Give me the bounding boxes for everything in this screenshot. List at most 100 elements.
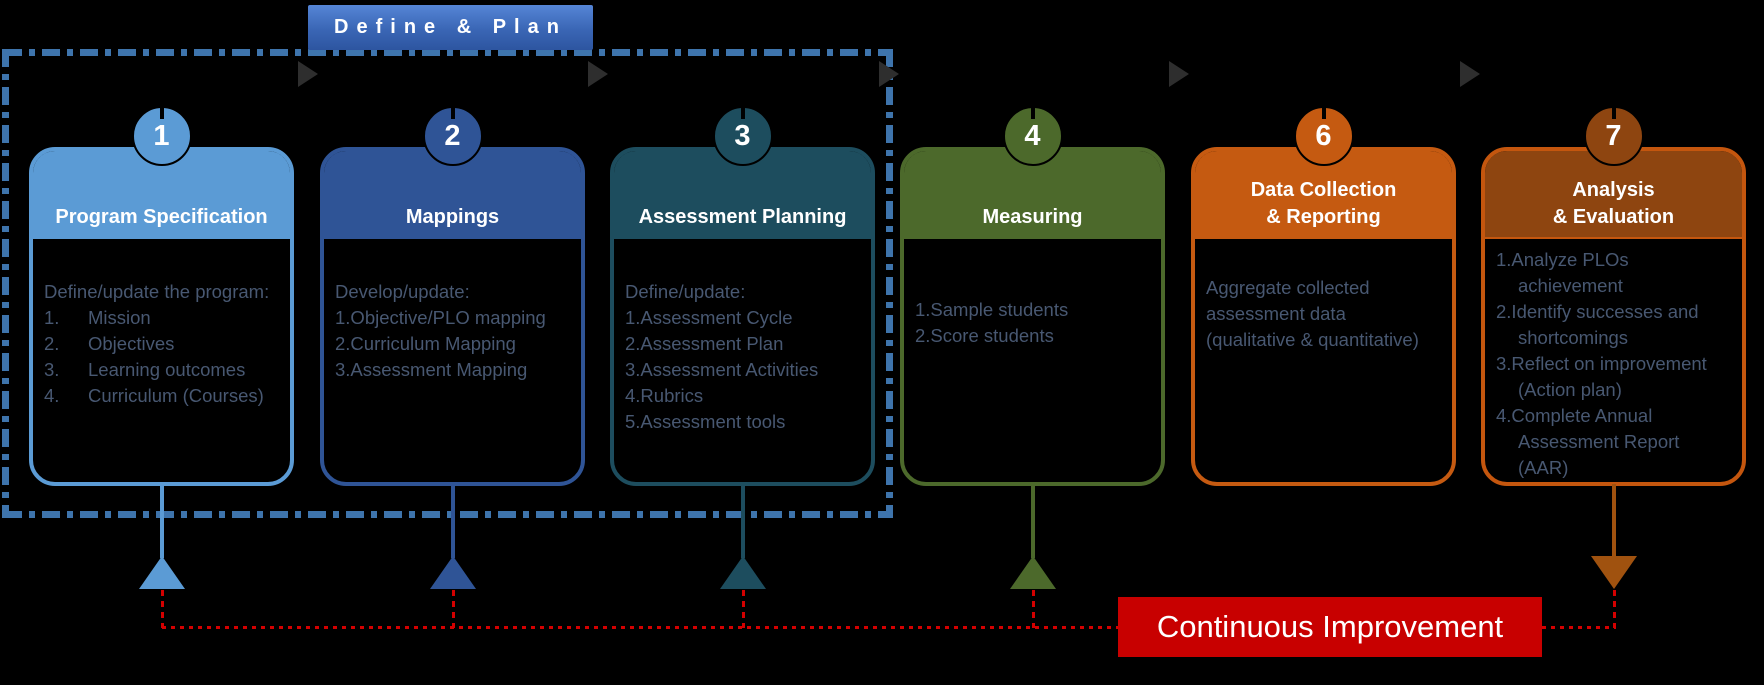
- stage-card-title: Measuring: [982, 204, 1082, 231]
- stage-card-list-item: 2.Identify successes and shortcomings: [1496, 301, 1699, 348]
- list-item-number: 4.: [44, 385, 60, 406]
- stage-card-list-item: 3.Reflect on improvement (Action plan): [1496, 353, 1707, 400]
- feedback-dashed-line: [1612, 590, 1616, 628]
- stage-number-circle: 3: [712, 106, 773, 166]
- stage-card-list-item: 2. Objectives: [44, 331, 281, 357]
- feedback-dashed-line: [1031, 590, 1035, 628]
- stage-number: 4: [1024, 119, 1041, 152]
- stage-number-circle: 7: [1583, 106, 1644, 166]
- stage-card-intro: Develop/update:: [335, 281, 470, 302]
- group-border-bottom: [4, 511, 890, 518]
- define-plan-banner: Define & Plan: [308, 5, 593, 50]
- card-connector-line: [450, 484, 455, 558]
- stage-number: 1: [153, 119, 170, 152]
- stage-card-title-line: Program Specification: [55, 206, 268, 228]
- stage-card-list-item: 3.Assessment Mapping: [335, 359, 528, 380]
- feedback-dashed-line: [160, 590, 164, 628]
- stage-number-circle: 2: [422, 106, 483, 166]
- up-arrow-icon: [1009, 556, 1056, 589]
- circle-top-tick: [159, 107, 164, 119]
- stage-number: 2: [444, 119, 461, 152]
- stage-card-body: Define/update: 1.Assessment Cycle 2.Assess…: [614, 239, 871, 435]
- feedback-dashed-line: [451, 590, 455, 628]
- stage-card-title: Mappings: [406, 204, 499, 231]
- stage-number-circle: 1: [131, 106, 192, 166]
- stage-card-header: Data Collection& Reporting: [1195, 151, 1452, 239]
- stage-number: 3: [734, 119, 751, 152]
- card-connector-line: [1030, 484, 1035, 558]
- stage-card-list-item: 4. Curriculum (Courses): [44, 383, 281, 409]
- down-arrow-icon: [1590, 556, 1637, 589]
- stage-card-title-line: Mappings: [405, 206, 500, 228]
- stage-card-header: Measuring: [904, 151, 1161, 239]
- circle-top-tick: [450, 107, 455, 119]
- stage-card-paragraph-line: assessment data: [1206, 303, 1346, 324]
- stage-card-list-item: 4.Complete Annual Assessment Report (AAR…: [1496, 405, 1680, 478]
- stage-card-title-line: Measuring: [982, 206, 1083, 228]
- stage-card-list-item: 1.Objective/PLO mapping: [335, 307, 546, 328]
- stage-card-body: 1.Sample students 2.Score students: [904, 239, 1161, 349]
- continuous-improvement-dotted-line: [161, 626, 1118, 629]
- list-item-number: 2.: [44, 333, 60, 354]
- flow-right-arrow-icon: [879, 61, 899, 87]
- circle-top-tick: [1321, 107, 1326, 119]
- circle-top-tick: [1611, 107, 1616, 119]
- stage-card-paragraph-line: (qualitative & quantitative): [1206, 329, 1419, 350]
- stage-card-list-item: 2.Curriculum Mapping: [335, 333, 516, 354]
- stage-card-list-item: 3.Learning outcomes: [44, 357, 281, 383]
- circle-top-tick: [1030, 107, 1035, 119]
- up-arrow-icon: [429, 556, 476, 589]
- stage-card-list-item: 3.Assessment Activities: [625, 359, 819, 380]
- stage-card-intro: Define/update:: [625, 281, 746, 302]
- continuous-improvement-dotted-line: [1542, 626, 1616, 629]
- stage-card-list-item: 4.Rubrics: [625, 385, 704, 406]
- stage-card-title: Analysis & Evaluation: [1553, 177, 1674, 231]
- group-border-right: [886, 49, 893, 518]
- stage-card-title: Program Specification: [55, 204, 267, 231]
- feedback-dashed-line: [741, 590, 745, 628]
- define-plan-label: Define & Plan: [334, 16, 567, 38]
- circle-top-tick: [740, 107, 745, 119]
- card-connector-line: [159, 484, 164, 558]
- card-connector-line: [1611, 484, 1616, 558]
- stage-card-body: Aggregate collected assessment data (quali…: [1195, 239, 1452, 353]
- stage-card-list-item: 1.Mission: [44, 305, 281, 331]
- continuous-improvement-box: Continuous Improvement: [1118, 597, 1542, 657]
- flow-right-arrow-icon: [1169, 61, 1189, 87]
- stage-card-list-item: 1.Assessment Cycle: [625, 307, 793, 328]
- stage-card-4: Measuring 1.Sample students 2.Score studen…: [900, 147, 1165, 486]
- stage-card-list-item: 5.Assessment tools: [625, 411, 786, 432]
- stage-card-paragraph-line: Aggregate collected: [1206, 277, 1370, 298]
- stage-card-title: Assessment Planning: [639, 204, 847, 231]
- flow-right-arrow-icon: [298, 61, 318, 87]
- list-item-text: Mission: [88, 307, 151, 328]
- stage-number-circle: 4: [1002, 106, 1063, 166]
- stage-card-intro: Define/update the program:: [44, 281, 270, 302]
- stage-card-list-item: 2.Assessment Plan: [625, 333, 784, 354]
- stage-number: 7: [1605, 119, 1622, 152]
- card-connector-line: [740, 484, 745, 558]
- flow-right-arrow-icon: [588, 61, 608, 87]
- stage-card-title-line: Data Collection: [1250, 179, 1397, 201]
- stage-card-title-line: Analysis: [1572, 179, 1655, 201]
- list-item-text: Objectives: [88, 333, 175, 354]
- stage-card-title: Data Collection& Reporting: [1251, 177, 1397, 231]
- list-item-text: Curriculum (Courses): [88, 385, 264, 406]
- group-border-top: [4, 49, 890, 56]
- stage-card-list-item: 1.Sample students: [915, 299, 1069, 320]
- continuous-improvement-label: Continuous Improvement: [1156, 609, 1504, 644]
- stage-card-list-item: 2.Score students: [915, 325, 1054, 346]
- stage-card-title-line: Assessment Planning: [638, 206, 847, 228]
- up-arrow-icon: [719, 556, 766, 589]
- stage-number-circle: 6: [1293, 106, 1354, 166]
- stage-card-title-line: & Evaluation: [1552, 206, 1675, 228]
- stage-card-header: Assessment Planning: [614, 151, 871, 239]
- stage-card-body: Develop/update: 1.Objective/PLO mapping 2.…: [324, 239, 581, 383]
